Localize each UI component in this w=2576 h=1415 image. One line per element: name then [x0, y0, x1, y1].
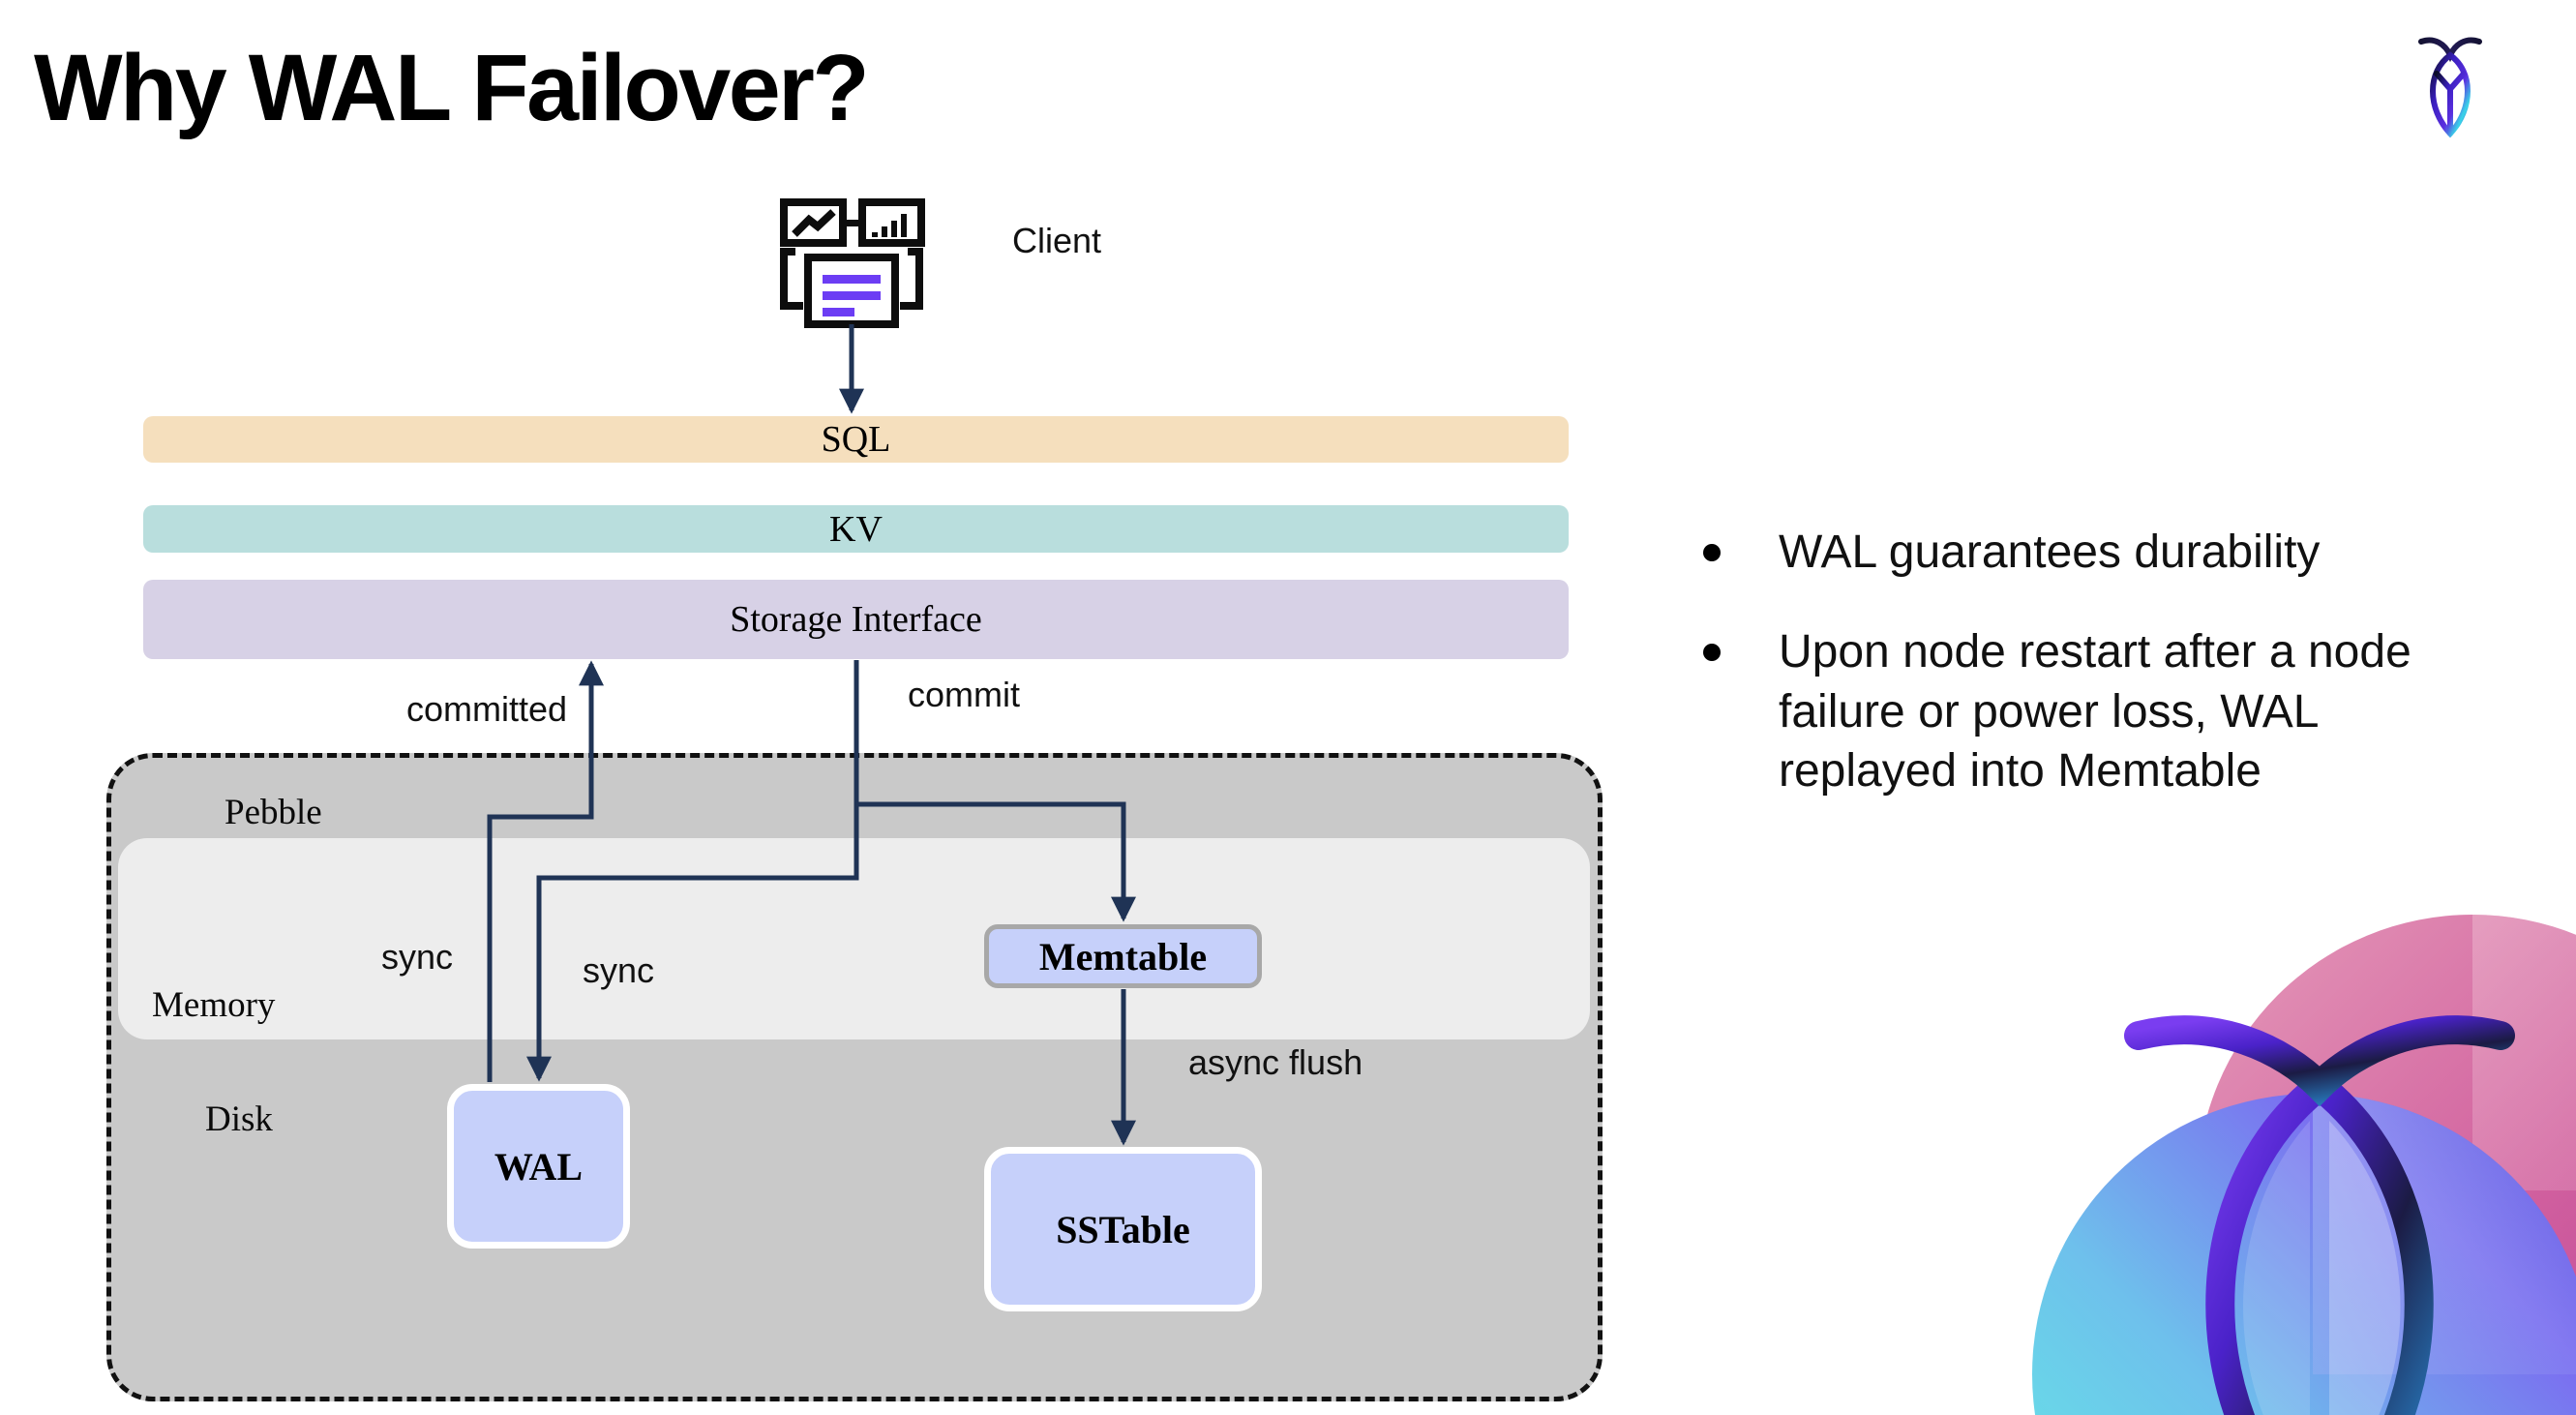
stack-layer-sql-label: SQL	[821, 419, 891, 460]
memory-label: Memory	[152, 985, 276, 1025]
edge-label-sync-b: sync	[583, 950, 655, 990]
edge-label-committed: committed	[406, 689, 568, 729]
client-monitor-icon	[774, 194, 929, 339]
stack-layer-storage-interface: Storage Interface	[143, 580, 1569, 659]
node-memtable: Memtable	[984, 924, 1262, 988]
page-title: Why WAL Failover?	[34, 35, 870, 140]
node-wal: WAL	[447, 1084, 630, 1249]
stack-layer-kv-label: KV	[829, 508, 883, 550]
node-memtable-label: Memtable	[1038, 934, 1208, 978]
node-sstable-label: SSTable	[1056, 1207, 1190, 1251]
memory-region	[118, 838, 1590, 1039]
stack-layer-sql: SQL	[143, 416, 1569, 463]
stack-layer-kv: KV	[143, 505, 1569, 553]
bullet-dot-icon	[1703, 544, 1721, 561]
bullet-dot-icon	[1703, 644, 1721, 662]
cockroachdb-logo	[2415, 29, 2485, 145]
edge-label-async-flush: async flush	[1188, 1042, 1363, 1082]
list-item: WAL guarantees durability	[1703, 523, 2506, 582]
node-wal-label: WAL	[494, 1144, 584, 1189]
decorative-corner-graphic	[1897, 871, 2576, 1415]
stack-layer-storage-interface-label: Storage Interface	[730, 599, 982, 640]
bullet-list: WAL guarantees durability Upon node rest…	[1703, 523, 2506, 842]
bullet-text: Upon node restart after a node failure o…	[1779, 626, 2411, 798]
client-label: Client	[1012, 221, 1102, 260]
node-sstable: SSTable	[984, 1147, 1262, 1311]
list-item: Upon node restart after a node failure o…	[1703, 622, 2506, 800]
edge-label-sync-a: sync	[381, 937, 454, 977]
bullet-text: WAL guarantees durability	[1779, 527, 2321, 578]
disk-label: Disk	[205, 1099, 273, 1139]
edge-label-commit: commit	[908, 675, 1020, 714]
pebble-label: Pebble	[225, 793, 322, 832]
